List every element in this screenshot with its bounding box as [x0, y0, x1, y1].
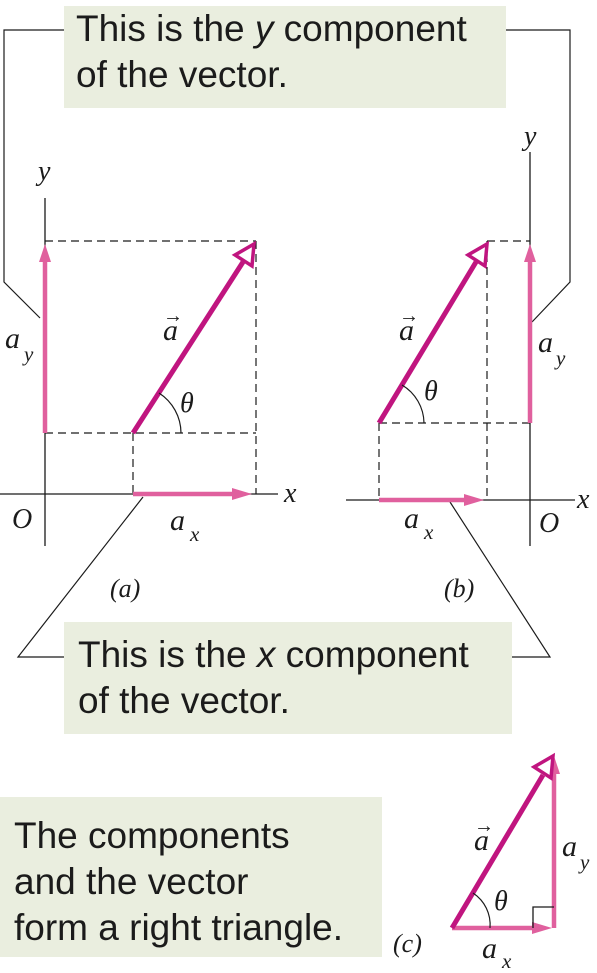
callout-right-triangle: The components and the vector form a rig… [0, 797, 382, 957]
origin-label-a: O [12, 504, 32, 535]
angle-label-b: θ [424, 376, 438, 407]
vector-c-head [530, 752, 556, 782]
ax-arrowhead-a [232, 488, 252, 500]
leader-y-right [500, 29, 571, 323]
ay-sub-label-b: y [554, 346, 566, 370]
vector-a-head [231, 240, 257, 270]
ax-sub-label-a: x [189, 522, 200, 546]
panel-a: y x O a → θ a y a x (a) [0, 156, 297, 603]
y-axis-label-a: y [35, 156, 51, 187]
ax-label-a: a [170, 504, 185, 537]
leader-x-right [449, 501, 552, 658]
ax-sub-label-c: x [501, 949, 512, 973]
ax-arrowhead-b [464, 494, 484, 506]
callout-x-line2: of the vector. [78, 680, 290, 721]
ax-sub-label-b: x [423, 520, 434, 544]
dashed-guides-a [45, 240, 257, 494]
vector-arrow-mark-b: → [399, 305, 419, 327]
callout-rt-line3: form a right triangle. [14, 907, 344, 948]
callout-y-line2: of the vector. [76, 54, 288, 95]
caption-a: (a) [110, 574, 140, 603]
angle-label-a: θ [180, 388, 194, 419]
vector-a-shaft [130, 260, 246, 435]
angle-arc-c [472, 892, 491, 929]
callout-x-leaders [16, 496, 552, 658]
ax-label-b: a [404, 502, 419, 535]
callout-y-component: This is the y component of the vector. [64, 6, 506, 108]
leader-x-left [16, 496, 144, 658]
origin-label-b: O [539, 508, 559, 539]
panel-c: a → θ a y a x (c) [393, 752, 590, 973]
vector-label-b: a [399, 314, 414, 347]
callout-y-leaders [3, 29, 571, 323]
vector-b-shaft [376, 260, 479, 425]
vector-arrow-mark-a: → [163, 305, 183, 327]
ay-label-c: a [562, 830, 577, 863]
callout-x-prefix: This is the [78, 634, 257, 675]
callout-x-suffix: component [275, 634, 469, 675]
ax-arrowhead-c [532, 922, 552, 934]
vector-arrow-mark-c: → [474, 815, 494, 837]
callout-y-var: y [254, 8, 274, 49]
callout-y-suffix: component [273, 8, 467, 49]
ay-sub-label-c: y [578, 850, 590, 874]
vector-b-head [464, 240, 490, 270]
angle-arc-a [158, 392, 182, 434]
ay-label-a: a [5, 322, 20, 355]
dashed-guides-b [378, 240, 530, 500]
callout-rt-line2: and the vector [14, 861, 249, 902]
vector-c-shaft [449, 773, 546, 930]
callout-x-var: x [256, 634, 276, 675]
angle-label-c: θ [494, 886, 508, 917]
vector-label-a: a [163, 314, 178, 347]
leader-y-left [3, 29, 70, 319]
right-angle-mark-c [532, 906, 554, 928]
caption-c: (c) [393, 929, 422, 958]
y-axis-label-b: y [521, 121, 537, 152]
callout-x-component: This is the x component of the vector. [64, 622, 512, 734]
callout-y-prefix: This is the [76, 8, 255, 49]
vector-label-c: a [474, 824, 489, 857]
callout-x-line1: This is the x component [78, 632, 512, 678]
callout-rt-line1: The components [14, 815, 290, 856]
x-axis-label-a: x [283, 478, 297, 509]
ay-arrowhead-a [39, 244, 51, 262]
angle-arc-b [401, 384, 425, 424]
panel-b: y x O a → θ a y a x (b) [346, 121, 590, 603]
ax-label-c: a [482, 932, 497, 965]
callout-y-line1: This is the y component [76, 6, 506, 52]
ay-sub-label-a: y [22, 342, 34, 366]
x-axis-label-b: x [576, 484, 590, 515]
ay-arrowhead-b [524, 244, 536, 262]
caption-b: (b) [444, 574, 474, 603]
ay-label-b: a [538, 326, 553, 359]
